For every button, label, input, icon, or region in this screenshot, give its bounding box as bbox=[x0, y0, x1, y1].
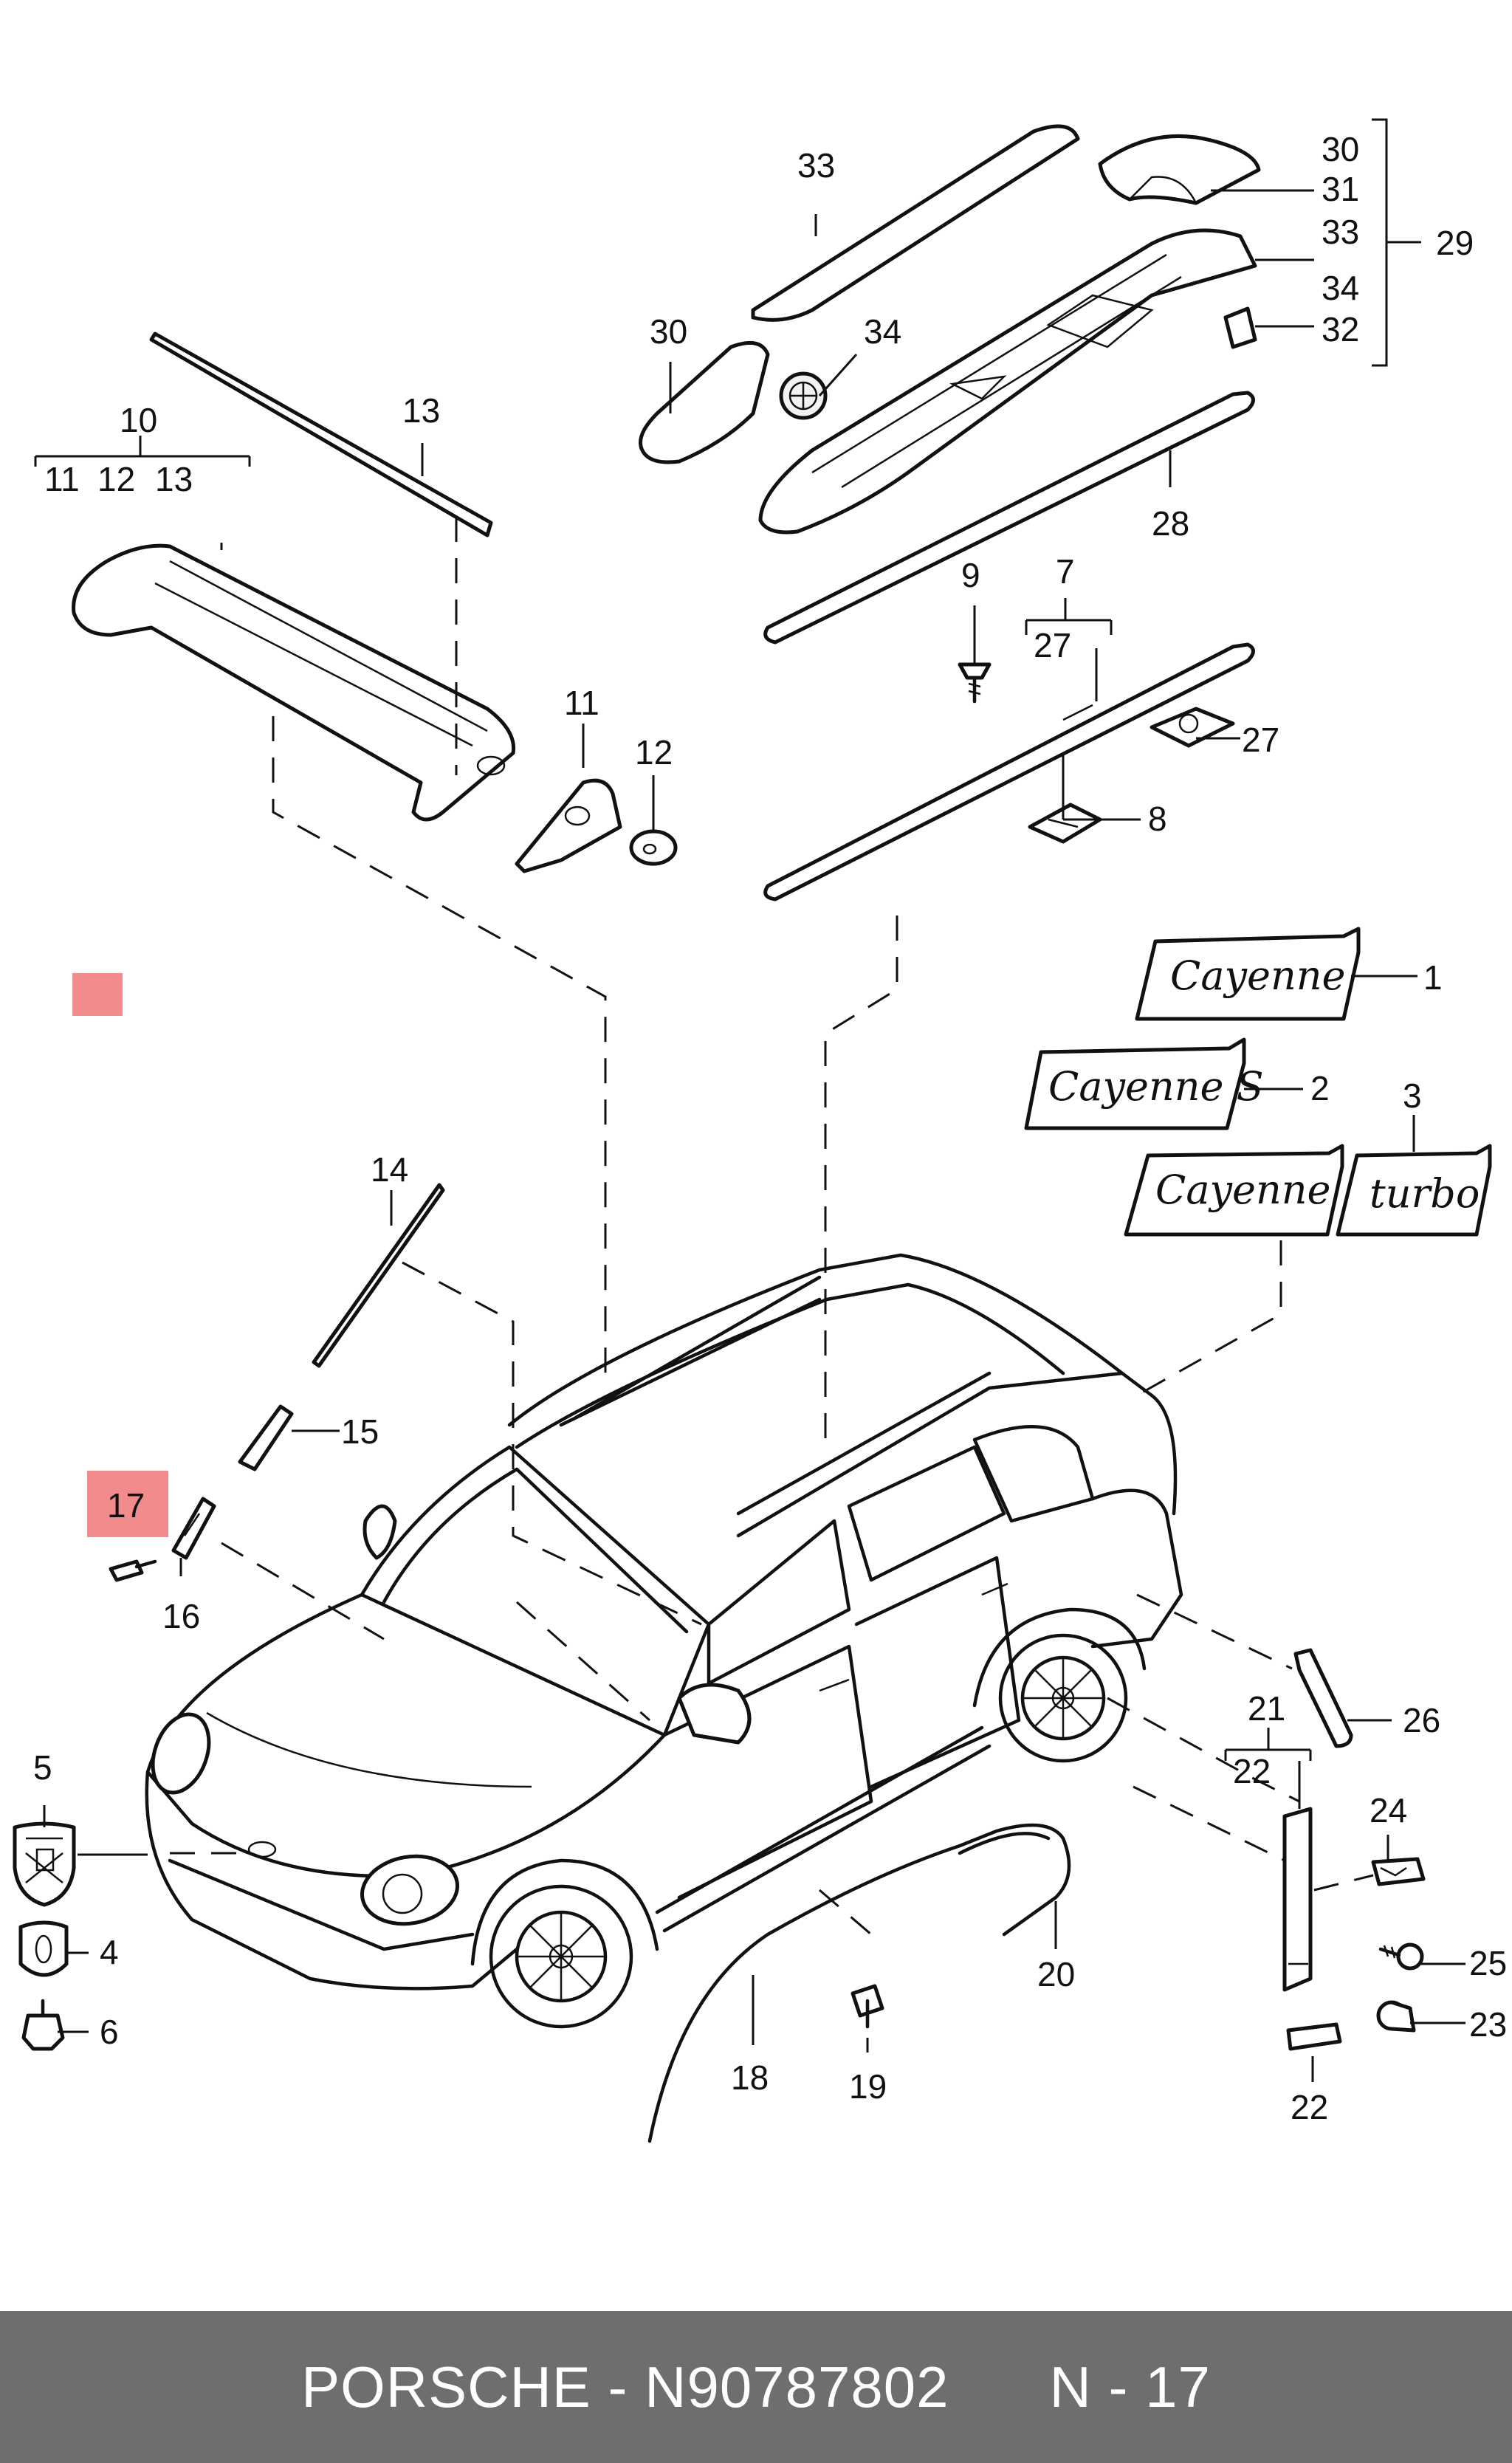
callout-21: 21 bbox=[1248, 1689, 1285, 1728]
callout-8: 8 bbox=[1148, 800, 1167, 838]
callout-28: 28 bbox=[1152, 504, 1189, 543]
callout-2: 2 bbox=[1310, 1069, 1330, 1107]
callout-1: 1 bbox=[1423, 958, 1443, 997]
clip-32 bbox=[1223, 306, 1257, 349]
callout-12a: 12 bbox=[97, 460, 135, 498]
roof-rail-main-33 bbox=[758, 228, 1257, 535]
callout-20: 20 bbox=[1037, 1955, 1075, 1993]
callout-23: 23 bbox=[1469, 2005, 1507, 2044]
callout-labels: 33 30 31 33 29 34 32 30 34 28 9 7 27 27 … bbox=[33, 130, 1507, 2126]
badge-2-text: Cayenne S bbox=[1048, 1063, 1264, 1110]
screw-17 bbox=[109, 1559, 157, 1582]
callout-33a: 33 bbox=[797, 146, 835, 185]
pad-27 bbox=[1150, 707, 1235, 748]
badge-2: Cayenne S bbox=[1024, 1037, 1264, 1130]
pillar-trim-26 bbox=[1293, 1648, 1353, 1748]
callout-4: 4 bbox=[100, 1933, 119, 1971]
callout-13b: 13 bbox=[402, 391, 440, 430]
callout-32: 32 bbox=[1322, 310, 1359, 348]
callout-14: 14 bbox=[371, 1150, 408, 1189]
nut-6 bbox=[21, 1999, 65, 2051]
roof-rail-10 bbox=[72, 543, 516, 822]
callout-6: 6 bbox=[100, 2013, 119, 2051]
callout-15: 15 bbox=[341, 1412, 379, 1451]
callout-27a: 27 bbox=[1034, 626, 1071, 664]
callout-29: 29 bbox=[1436, 224, 1474, 262]
porsche-crest-icon bbox=[13, 1821, 76, 1907]
badge-1-text: Cayenne bbox=[1170, 952, 1346, 999]
callout-10: 10 bbox=[120, 401, 157, 439]
callout-17: 17 bbox=[107, 1486, 145, 1525]
callout-12b: 12 bbox=[635, 733, 673, 772]
highlight-marker bbox=[72, 973, 123, 1016]
callout-22b: 22 bbox=[1291, 2088, 1328, 2126]
screw-9 bbox=[958, 662, 992, 704]
badge-1: Cayenne bbox=[1135, 927, 1361, 1021]
dashed-assembly-lines bbox=[170, 517, 1374, 1936]
callout-24: 24 bbox=[1370, 1791, 1407, 1830]
rail-base-7 bbox=[763, 642, 1255, 901]
highlight-box-17 bbox=[87, 1471, 168, 1537]
trim-strip-14 bbox=[312, 1183, 445, 1368]
wheel-arch-trim-18-20 bbox=[647, 1823, 1071, 2143]
callout-18: 18 bbox=[731, 2058, 769, 2097]
end-cap-30-top bbox=[1098, 134, 1261, 205]
badge-3-text-left: Cayenne bbox=[1155, 1167, 1331, 1213]
badge-3: Cayenne turbo bbox=[1124, 1144, 1492, 1237]
callout-22a: 22 bbox=[1233, 1752, 1271, 1790]
callout-11b: 11 bbox=[564, 684, 599, 722]
trim-strip-13 bbox=[149, 332, 493, 537]
callout-34b: 34 bbox=[864, 312, 901, 351]
clip-16 bbox=[171, 1497, 216, 1560]
callout-3: 3 bbox=[1403, 1076, 1422, 1115]
callout-13a: 13 bbox=[155, 460, 193, 498]
emblem-mount-4 bbox=[18, 1920, 69, 1977]
end-cap-30-left bbox=[639, 340, 770, 464]
callout-26: 26 bbox=[1403, 1701, 1440, 1739]
roof-rail-cover-33 bbox=[751, 124, 1080, 322]
leader-lines bbox=[34, 118, 1465, 2082]
footer-text: PORSCHE - N90787802 N - 17 bbox=[301, 2354, 1211, 2419]
callout-30b: 30 bbox=[650, 312, 687, 351]
callout-27b: 27 bbox=[1242, 721, 1279, 759]
grommet-23 bbox=[1376, 2000, 1416, 2033]
cayenne-suv-outline bbox=[145, 1253, 1183, 2029]
badge-3-text-right: turbo bbox=[1370, 1170, 1480, 1217]
callout-31: 31 bbox=[1322, 170, 1359, 208]
screw-25 bbox=[1378, 1942, 1424, 1971]
callout-19: 19 bbox=[849, 2067, 887, 2106]
callout-25: 25 bbox=[1469, 1944, 1507, 1982]
callout-9: 9 bbox=[961, 556, 980, 594]
foot-cover-11 bbox=[515, 778, 622, 873]
pillar-trim-22 bbox=[1282, 1807, 1313, 1992]
callout-11a: 11 bbox=[44, 460, 80, 498]
rail-strip-28 bbox=[763, 391, 1255, 645]
clip-24 bbox=[1371, 1857, 1426, 1886]
callout-7: 7 bbox=[1056, 552, 1075, 591]
callout-5: 5 bbox=[33, 1748, 52, 1787]
clip-19 bbox=[850, 1984, 884, 2029]
exploded-parts-diagram: Cayenne Cayenne S Cayenne turbo bbox=[13, 118, 1507, 2143]
callout-34a: 34 bbox=[1322, 269, 1359, 307]
clip-8 bbox=[1028, 803, 1102, 844]
seal-12 bbox=[629, 829, 678, 866]
callout-33b: 33 bbox=[1322, 213, 1359, 251]
footer-bar: PORSCHE - N90787802 N - 17 bbox=[0, 2311, 1512, 2463]
pillar-cap-22 bbox=[1286, 2022, 1342, 2051]
clip-15 bbox=[238, 1404, 294, 1471]
callout-30a: 30 bbox=[1322, 130, 1359, 168]
rubber-grommet-34 bbox=[779, 371, 828, 420]
callout-16: 16 bbox=[162, 1597, 200, 1635]
